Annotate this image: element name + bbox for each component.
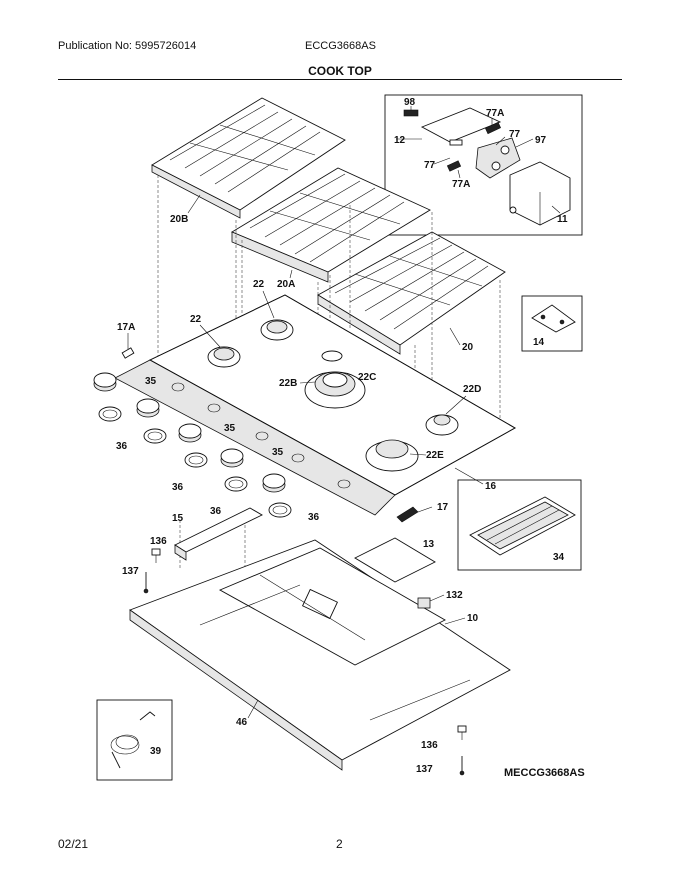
callout-39: 39 xyxy=(150,746,162,757)
inset-cord-39 xyxy=(96,699,173,781)
callout-136-left: 136 xyxy=(150,536,167,547)
title-rule xyxy=(58,79,622,80)
inset-griddle-34 xyxy=(457,479,582,571)
callout-13: 13 xyxy=(423,539,435,550)
callout-22-top: 22 xyxy=(253,279,265,290)
screw-137-left xyxy=(143,572,149,594)
callout-15: 15 xyxy=(172,513,184,524)
callout-97: 97 xyxy=(535,135,547,146)
callout-46: 46 xyxy=(236,717,248,728)
part-17 xyxy=(396,506,433,523)
callout-22c: 22C xyxy=(358,372,376,383)
inset-manifold-box xyxy=(384,94,583,236)
callout-36-a: 36 xyxy=(116,441,128,452)
diagram-code: MECCG3668AS xyxy=(504,767,585,779)
callout-10: 10 xyxy=(467,613,479,624)
footer-date: 02/21 xyxy=(58,837,89,851)
grate-20a xyxy=(231,167,431,283)
grate-20b xyxy=(151,97,346,219)
callout-36-d: 36 xyxy=(308,512,320,523)
callout-20: 20 xyxy=(462,342,474,353)
callout-22e: 22E xyxy=(426,450,444,461)
publication-number: Publication No: 5995726014 xyxy=(58,40,197,52)
callout-137-left: 137 xyxy=(122,566,139,577)
callout-14: 14 xyxy=(533,337,545,348)
callout-136-right: 136 xyxy=(421,740,438,751)
callout-17a: 17A xyxy=(117,322,135,333)
inset-14-box xyxy=(521,295,583,352)
cooktop-top-16 xyxy=(114,294,516,516)
knobs-and-bezels xyxy=(93,372,292,518)
callout-98: 98 xyxy=(404,97,416,108)
callout-34: 34 xyxy=(553,552,565,563)
callout-132: 132 xyxy=(446,590,463,601)
callout-20a: 20A xyxy=(277,279,295,290)
grate-20 xyxy=(317,231,506,355)
callout-137-right: 137 xyxy=(416,764,433,775)
callout-11: 11 xyxy=(557,214,568,225)
callout-77a-top: 77A xyxy=(486,108,504,119)
callout-22-left: 22 xyxy=(190,314,202,325)
spark-module-132 xyxy=(417,597,431,609)
callout-36-c: 36 xyxy=(210,506,222,517)
callout-77-left: 77 xyxy=(424,160,436,171)
callout-36-b: 36 xyxy=(172,482,184,493)
clip-17a xyxy=(121,333,135,359)
screw-136-left xyxy=(151,548,161,563)
screw-137-right xyxy=(459,756,465,776)
screw-136-right xyxy=(457,725,467,740)
burner-box-10 xyxy=(129,539,511,771)
callout-22d: 22D xyxy=(463,384,481,395)
callout-22b: 22B xyxy=(279,378,297,389)
callout-35-a: 35 xyxy=(145,376,157,387)
model-number: ECCG3668AS xyxy=(305,40,376,52)
callout-35-b: 35 xyxy=(224,423,236,434)
callout-77-right: 77 xyxy=(509,129,521,140)
callout-77a-bottom: 77A xyxy=(452,179,470,190)
plate-13 xyxy=(354,537,436,583)
callout-35-c: 35 xyxy=(272,447,284,458)
callout-20b: 20B xyxy=(170,214,188,225)
bracket-15 xyxy=(174,507,263,561)
callout-12: 12 xyxy=(394,135,406,146)
callout-16: 16 xyxy=(485,481,497,492)
callout-17: 17 xyxy=(437,502,449,513)
page-number: 2 xyxy=(336,837,343,851)
page-title: COOK TOP xyxy=(308,64,372,78)
